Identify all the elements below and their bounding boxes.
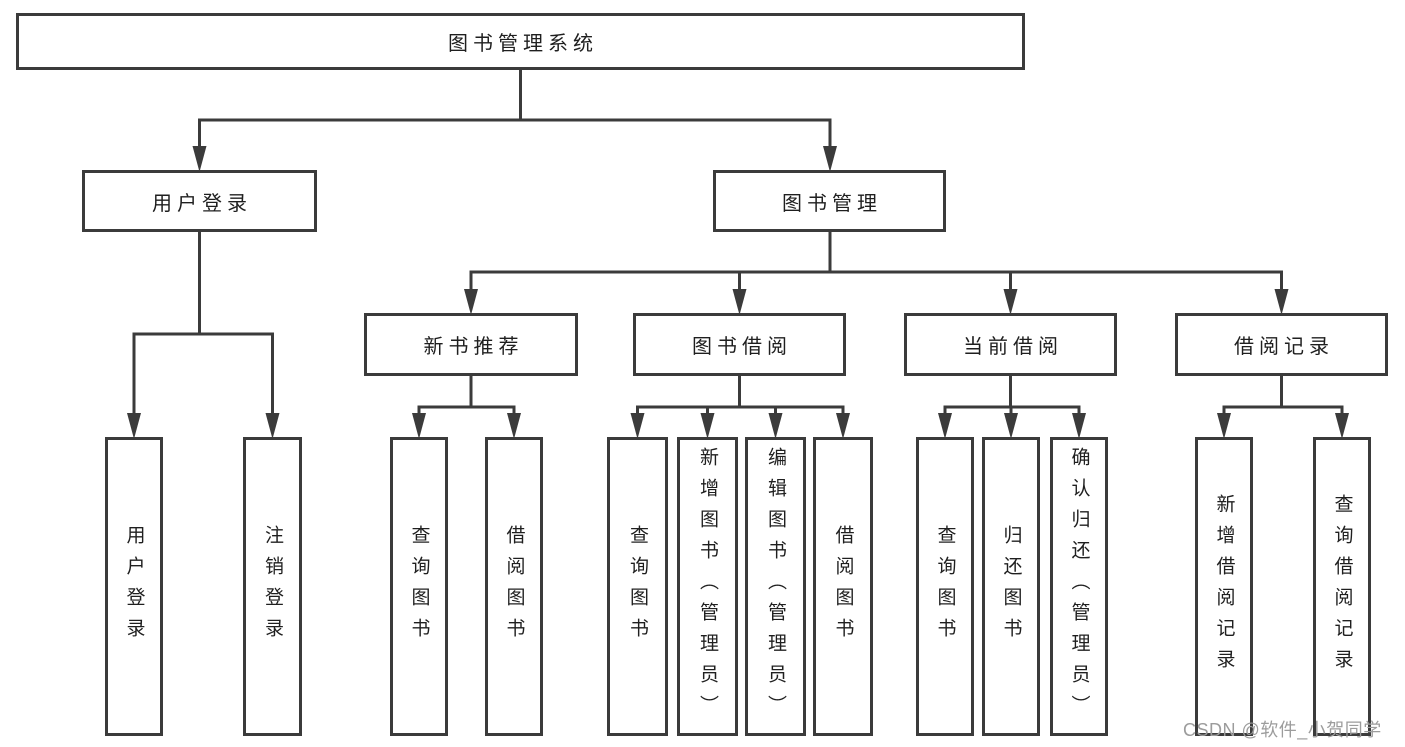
leaf-borrow-books-recommend: 借阅图书 bbox=[485, 437, 543, 736]
node-library-management-system: 图书管理系统 bbox=[16, 13, 1025, 70]
connector-borrow-records-to-leaves bbox=[1217, 376, 1349, 439]
connector-current-borrow-to-leaves bbox=[938, 376, 1086, 439]
leaf-query-books-recommend: 查询图书 bbox=[390, 437, 448, 736]
leaf-query-books-current: 查询图书 bbox=[916, 437, 974, 736]
leaf-add-book-admin: 新增图书（管理员） bbox=[677, 437, 738, 736]
leaf-user-login: 用户登录 bbox=[105, 437, 163, 736]
node-new-book-recommend: 新书推荐 bbox=[364, 313, 578, 376]
watermark-text: CSDN @软件_小贺同学 bbox=[1183, 720, 1382, 740]
connector-book-management-to-level3 bbox=[464, 232, 1289, 315]
node-current-borrow: 当前借阅 bbox=[904, 313, 1117, 376]
leaf-return-books: 归还图书 bbox=[982, 437, 1040, 736]
leaf-query-books-borrow: 查询图书 bbox=[607, 437, 668, 736]
connector-book-borrow-to-leaves bbox=[630, 376, 850, 439]
leaf-add-borrow-record: 新增借阅记录 bbox=[1195, 437, 1253, 736]
node-user-login: 用户登录 bbox=[82, 170, 317, 232]
leaf-confirm-return-admin: 确认归还（管理员） bbox=[1050, 437, 1108, 736]
node-borrow-records: 借阅记录 bbox=[1175, 313, 1388, 376]
node-book-borrow: 图书借阅 bbox=[633, 313, 846, 376]
connector-root-to-level2 bbox=[192, 70, 837, 172]
node-book-management: 图书管理 bbox=[713, 170, 946, 232]
leaf-logout: 注销登录 bbox=[243, 437, 302, 736]
connector-user-login-to-leaves bbox=[127, 232, 280, 439]
leaf-query-borrow-record: 查询借阅记录 bbox=[1313, 437, 1371, 736]
connector-new-book-recommend-to-leaves bbox=[412, 376, 521, 439]
leaf-borrow-books: 借阅图书 bbox=[813, 437, 873, 736]
leaf-edit-book-admin: 编辑图书（管理员） bbox=[745, 437, 806, 736]
